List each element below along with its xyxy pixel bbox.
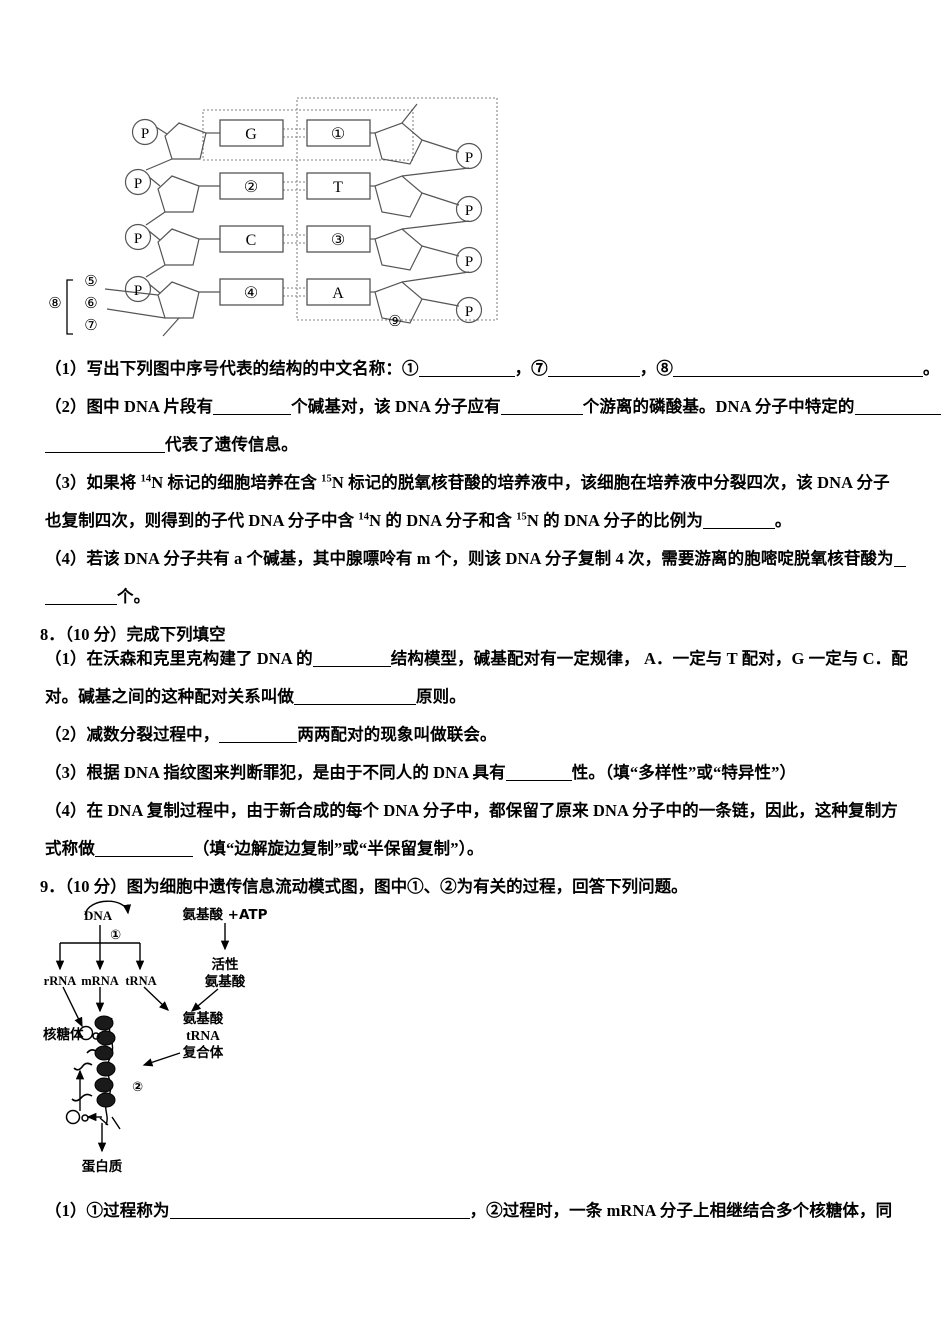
- isotope-14-sup-1: 14: [140, 473, 152, 485]
- mrna-label: mRNA: [81, 974, 119, 988]
- q8-item4-b: 式称做: [45, 839, 95, 858]
- dna-fragment-structure-diagram: P P P P P P P P G ② C ④ ① T ③ A ⑤ ⑥ ⑦ ⑧: [45, 96, 515, 341]
- q8-item3-a: （3）根据 DNA 指纹图来判断罪犯，是由于不同人的 DNA 具有: [45, 763, 506, 782]
- label-7: ⑦: [84, 318, 97, 334]
- q7-item4-a: （4）若该 DNA 分子共有 a 个碱基，其中腺嘌呤有 m 个，则该 DNA 分…: [45, 549, 894, 568]
- q7-item2-a: （2）图中 DNA 片段有: [45, 397, 214, 416]
- q8-number: 8．: [40, 625, 65, 644]
- active-amino-acid-label-line2: 氨基酸: [205, 973, 246, 990]
- base-box-right-4: A: [332, 285, 344, 302]
- q7-item3-d: 也复制四次，则得到的子代 DNA 分子中含: [45, 511, 359, 530]
- label-6: ⑥: [84, 296, 97, 312]
- complex-label-line1: 氨基酸: [183, 1010, 224, 1027]
- isotope-15-sup-1: 15: [321, 473, 332, 485]
- q8-item3-line1: （3）根据 DNA 指纹图来判断罪犯，是由于不同人的 DNA 具有 性。（填“多样…: [45, 754, 796, 792]
- q7-item1: （1）写出下列图中序号代表的结构的中文名称：① ，⑦ ，⑧ 。: [45, 350, 940, 388]
- q8-score: （10 分）: [64, 625, 127, 644]
- phosphate-label-left-1: P: [141, 126, 149, 142]
- q9-item1-a: （1）①过程称为: [45, 1201, 170, 1220]
- label-5: ⑤: [84, 274, 97, 290]
- q8-item3-b: 性。（填“多样性”或“特异性”）: [571, 763, 797, 782]
- q7-item1-suffix: 。: [922, 359, 940, 378]
- phosphate-label-left-2: P: [134, 176, 142, 192]
- q8-item4-line2: 式称做 （填“边解旋边复制”或“半保留复制”）。: [45, 830, 484, 868]
- process-2-label: ②: [132, 1080, 143, 1095]
- q9-title: 图为细胞中遗传信息流动模式图，图中①、②为有关的过程，回答下列问题。: [126, 877, 688, 896]
- q7-item1-prefix: （1）写出下列图中序号代表的结构的中文名称：①: [45, 359, 419, 378]
- q7-item2-d: 代表了遗传信息。: [165, 435, 298, 454]
- q8-item2-b: 两两配对的现象叫做联会。: [297, 725, 497, 744]
- q7-item2-line1: （2）图中 DNA 片段有 个碱基对，该 DNA 分子应有 个游离的磷酸基。DNA …: [45, 388, 941, 426]
- label-9: ⑨: [388, 314, 401, 330]
- q7-item1-mid1: ，⑦: [514, 359, 548, 378]
- phosphate-label-left-4: P: [134, 283, 142, 299]
- q9-heading: 9．（10 分）图为细胞中遗传信息流动模式图，图中①、②为有关的过程，回答下列问…: [40, 868, 688, 906]
- q9-item1-line1: （1）①过程称为 ，②过程时，一条 mRNA 分子上相继结合多个核糖体，同: [45, 1192, 892, 1230]
- amino-acid-atp-label: 氨基酸 +ATP: [182, 906, 267, 923]
- complex-label-line2: tRNA: [186, 1028, 220, 1043]
- q8-item1-line1: （1）在沃森和克里克构建了 DNA 的 结构模型，碱基配对有一定规律， A．一定与…: [45, 640, 908, 678]
- q8-item1-line2: 对。碱基之间的这种配对关系叫做 原则。: [45, 678, 466, 716]
- q7-item3-b: N 标记的细胞培养在含: [151, 473, 322, 492]
- protein-label: 蛋白质: [82, 1158, 123, 1175]
- q7-item3-g: 。: [774, 511, 792, 530]
- q7-item2-b: 个碱基对，该 DNA 分子应有: [291, 397, 501, 416]
- process-1-label: ①: [110, 928, 121, 943]
- q9-number: 9．: [40, 877, 65, 896]
- phosphate-label-right-2: P: [465, 203, 473, 219]
- q7-item4-line1: （4）若该 DNA 分子共有 a 个碱基，其中腺嘌呤有 m 个，则该 DNA 分…: [45, 540, 906, 578]
- label-8: ⑧: [48, 296, 61, 312]
- base-box-right-3: ③: [331, 232, 345, 249]
- q7-item1-mid2: ，⑧: [639, 359, 673, 378]
- isotope-15-sup-2: 15: [516, 511, 527, 523]
- phosphate-label-right-1: P: [465, 150, 473, 166]
- q7-item4-b: 个。: [117, 587, 151, 606]
- base-box-left-2: ②: [244, 179, 258, 196]
- q7-item3-f: N 的 DNA 分子的比例为: [526, 511, 703, 530]
- q8-item2-line1: （2）减数分裂过程中， 两两配对的现象叫做联会。: [45, 716, 497, 754]
- q8-item4-a: （4）在 DNA 复制过程中，由于新合成的每个 DNA 分子中，都保留了原来 D…: [45, 801, 898, 820]
- q8-item1-c: 对。碱基之间的这种配对关系叫做: [45, 687, 294, 706]
- base-box-left-4: ④: [244, 285, 258, 302]
- isotope-14-sup-2: 14: [358, 511, 370, 523]
- q8-item2-a: （2）减数分裂过程中，: [45, 725, 220, 744]
- q7-item2-line2: 代表了遗传信息。: [45, 426, 298, 464]
- q8-title: 完成下列填空: [126, 625, 226, 644]
- ribosome-label: 核糖体: [43, 1026, 84, 1043]
- base-box-left-3: C: [246, 232, 257, 249]
- q7-item3-line2: 也复制四次，则得到的子代 DNA 分子中含 14N 的 DNA 分子和含 15N…: [45, 502, 792, 540]
- q8-item1-a: （1）在沃森和克里克构建了 DNA 的: [45, 649, 313, 668]
- phosphate-label-right-3: P: [465, 254, 473, 270]
- q7-item3-a: （3）如果将: [45, 473, 141, 492]
- base-box-right-1: ①: [331, 126, 345, 143]
- complex-label-line3: 复合体: [182, 1044, 224, 1061]
- q9-item1-b: ，②过程时，一条 mRNA 分子上相继结合多个核糖体，同: [469, 1201, 893, 1220]
- q7-item3-e: N 的 DNA 分子和含: [369, 511, 517, 530]
- trna-label: tRNA: [125, 974, 156, 988]
- q7-item4-line2: 个。: [45, 578, 150, 616]
- q7-item3-line1: （3）如果将 14N 标记的细胞培养在含 15N 标记的脱氧核苷酸的培养液中，该…: [45, 464, 890, 502]
- q7-item3-c: N 标记的脱氧核苷酸的培养液中，该细胞在培养液中分裂四次，该 DNA 分子: [331, 473, 890, 492]
- genetic-information-flow-diagram: DNA ① rRNA mRNA tRNA 氨基酸 +ATP 活性 氨基酸 氨基酸…: [40, 893, 370, 1183]
- q8-item4-line1: （4）在 DNA 复制过程中，由于新合成的每个 DNA 分子中，都保留了原来 D…: [45, 792, 898, 830]
- active-amino-acid-label-line1: 活性: [212, 956, 239, 973]
- q7-item2-c: 个游离的磷酸基。DNA 分子中特定的: [582, 397, 855, 416]
- phosphate-label-left-3: P: [134, 231, 142, 247]
- q8-item1-b: 结构模型，碱基配对有一定规律， A．一定与 T 配对，G 一定与 C．配: [390, 649, 908, 668]
- dna-label: DNA: [84, 908, 113, 923]
- q8-item4-c: （填“边解旋边复制”或“半保留复制”）。: [192, 839, 484, 858]
- base-box-right-2: T: [333, 179, 343, 196]
- rrna-label: rRNA: [44, 974, 77, 988]
- base-box-left-1: G: [245, 126, 257, 143]
- phosphate-label-right-4: P: [465, 304, 473, 320]
- q8-item1-d: 原则。: [416, 687, 466, 706]
- q9-score: （10 分）: [64, 877, 127, 896]
- q8-heading: 8．（10 分）完成下列填空: [40, 616, 226, 654]
